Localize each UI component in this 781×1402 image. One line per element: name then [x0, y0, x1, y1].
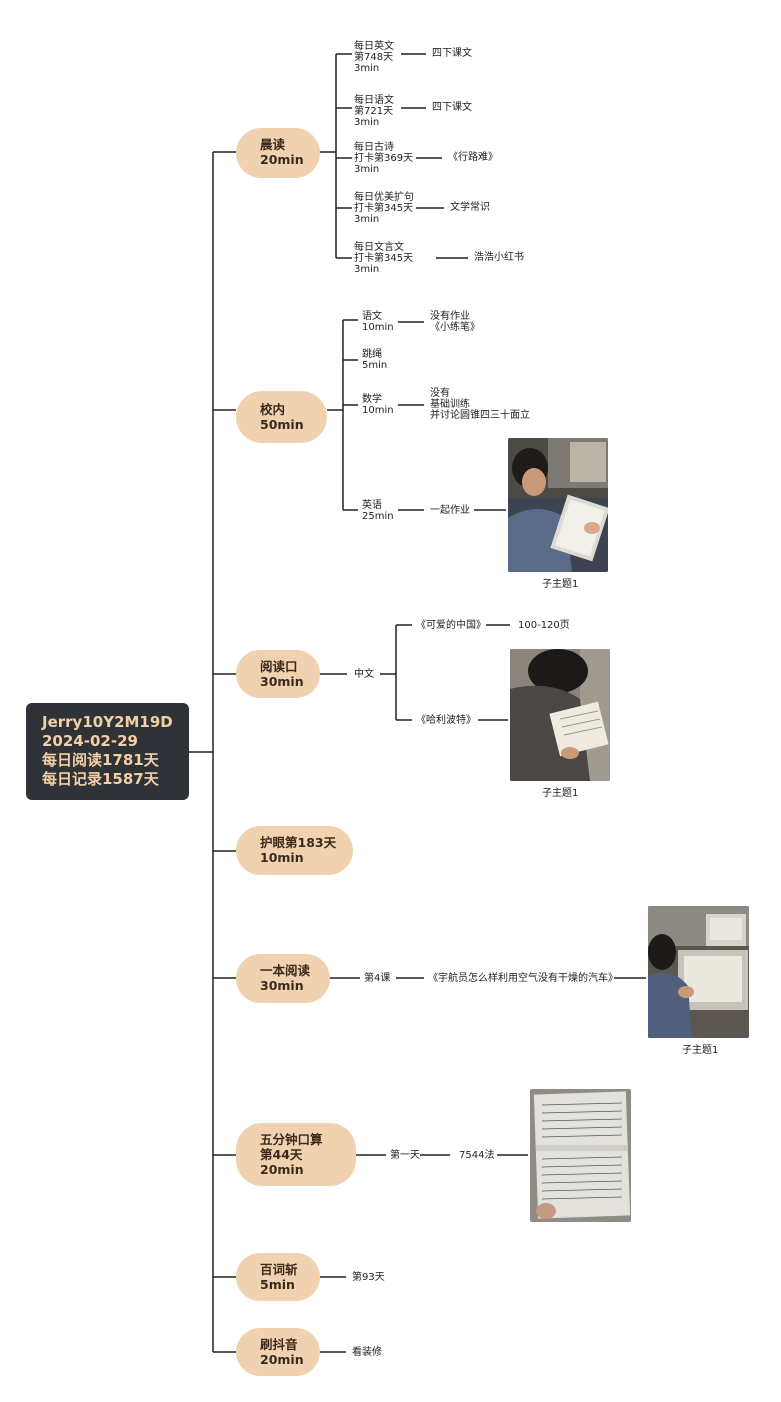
photo-reading-book[interactable]: [510, 649, 610, 781]
photo-boy-tablet-image: [508, 438, 608, 572]
branch-duration: 30min: [260, 674, 304, 689]
branch-duration: 20min: [260, 152, 304, 167]
photo-english-homework[interactable]: [508, 438, 608, 572]
detail-line: 没有: [430, 388, 450, 399]
item-subject: 英语: [362, 500, 382, 511]
item-day: 第748天: [354, 52, 394, 63]
branch-eye-care[interactable]: 护眼第183天 10min: [236, 826, 353, 875]
school-item[interactable]: 语文 10min: [362, 311, 394, 333]
branch-reading[interactable]: 阅读口 30min: [236, 650, 320, 698]
item-duration: 10min: [362, 322, 394, 333]
item-duration: 3min: [354, 164, 380, 175]
item-duration: 25min: [362, 511, 394, 522]
school-item[interactable]: 跳绳 5min: [362, 349, 387, 371]
photo-desk-image: [648, 906, 749, 1038]
item-subject: 跳绳: [362, 349, 382, 360]
morning-item[interactable]: 每日古诗 打卡第369天 3min: [354, 142, 413, 175]
branch-duration: 30min: [260, 978, 304, 993]
morning-item[interactable]: 每日优美扩句 打卡第345天 3min: [354, 192, 414, 225]
branch-school[interactable]: 校内 50min: [236, 391, 327, 443]
detail-line: 《小练笔》: [430, 322, 480, 333]
morning-item-detail[interactable]: 四下课文: [432, 102, 472, 113]
douyin-note[interactable]: 看装修: [352, 1347, 382, 1358]
branch-label: 阅读口: [260, 659, 298, 674]
branch-label: 晨读: [260, 137, 286, 152]
item-duration: 5min: [362, 360, 388, 371]
item-duration: 3min: [354, 214, 380, 225]
morning-item[interactable]: 每日英文 第748天 3min: [354, 41, 394, 74]
branch-label: 刷抖音: [260, 1337, 298, 1352]
branch-one-book[interactable]: 一本阅读 30min: [236, 954, 330, 1003]
school-item-detail[interactable]: 没有 基础训练 并讨论圆锥四三十面立: [430, 388, 530, 421]
school-item[interactable]: 英语 25min: [362, 500, 394, 522]
morning-item[interactable]: 每日语文 第721天 3min: [354, 95, 394, 128]
root-line: 每日阅读1781天: [42, 751, 159, 769]
item-title: 每日古诗: [354, 142, 394, 153]
math-day[interactable]: 第一天: [390, 1150, 420, 1161]
root-node[interactable]: Jerry10Y2M19D 2024-02-29 每日阅读1781天 每日记录1…: [26, 703, 189, 800]
photo-math-worksheet[interactable]: [530, 1089, 631, 1222]
branch-label: 百词斩: [260, 1262, 298, 1277]
vocab-day[interactable]: 第93天: [352, 1272, 385, 1283]
branch-douyin[interactable]: 刷抖音 20min: [236, 1328, 320, 1376]
photo-caption: 子主题1: [542, 579, 579, 590]
branch-label: 护眼第183天: [260, 835, 337, 850]
morning-item-detail[interactable]: 浩浩小红书: [474, 252, 524, 263]
branch-label: 五分钟口算: [260, 1132, 323, 1147]
item-duration: 3min: [354, 117, 380, 128]
reading-book[interactable]: 《可爱的中国》: [416, 620, 486, 631]
branch-label: 一本阅读: [260, 963, 311, 978]
reading-pages[interactable]: 100-120页: [518, 620, 570, 631]
item-day: 第721天: [354, 106, 394, 117]
item-day: 打卡第345天: [354, 253, 414, 264]
item-day: 打卡第345天: [354, 203, 414, 214]
morning-item-detail[interactable]: 《行路难》: [448, 152, 498, 163]
morning-item-detail[interactable]: 四下课文: [432, 48, 472, 59]
school-item-detail[interactable]: 一起作业: [430, 505, 470, 516]
item-title: 每日英文: [354, 41, 394, 52]
photo-one-book[interactable]: [648, 906, 749, 1038]
one-book-lesson[interactable]: 第4课: [364, 973, 391, 984]
item-day: 打卡第369天: [354, 153, 414, 164]
item-duration: 3min: [354, 264, 380, 275]
branch-day: 第44天: [260, 1147, 303, 1162]
root-line: 每日记录1587天: [42, 770, 159, 788]
branch-morning-reading[interactable]: 晨读 20min: [236, 128, 320, 178]
math-method[interactable]: 7544法: [459, 1150, 495, 1161]
item-title: 每日文言文: [354, 242, 404, 253]
branch-duration: 5min: [260, 1277, 295, 1292]
branch-duration: 10min: [260, 850, 304, 865]
detail-line: 基础训练: [430, 399, 470, 410]
item-title: 每日优美扩句: [354, 192, 414, 203]
detail-line: 没有作业: [430, 311, 470, 322]
root-line: Jerry10Y2M19D: [42, 713, 173, 731]
detail-line: 并讨论圆锥四三十面立: [430, 410, 530, 421]
item-duration: 10min: [362, 405, 394, 416]
item-duration: 3min: [354, 63, 380, 74]
morning-item[interactable]: 每日文言文 打卡第345天 3min: [354, 242, 413, 275]
photo-caption: 子主题1: [682, 1045, 719, 1056]
school-item-detail[interactable]: 没有作业 《小练笔》: [430, 311, 480, 333]
photo-caption: 子主题1: [542, 788, 579, 799]
branch-label: 校内: [260, 402, 286, 417]
reading-label[interactable]: 中文: [354, 669, 374, 680]
photo-boy-book-image: [510, 649, 610, 781]
reading-book[interactable]: 《哈利波特》: [416, 715, 476, 726]
morning-item-detail[interactable]: 文学常识: [450, 202, 490, 213]
photo-worksheet-image: [530, 1089, 631, 1222]
item-subject: 语文: [362, 311, 382, 322]
school-item[interactable]: 数学 10min: [362, 394, 394, 416]
branch-mental-math[interactable]: 五分钟口算 第44天 20min: [236, 1123, 356, 1186]
branch-duration: 20min: [260, 1352, 304, 1367]
branch-duration: 20min: [260, 1162, 304, 1177]
branch-duration: 50min: [260, 417, 304, 432]
item-title: 每日语文: [354, 95, 394, 106]
branch-vocabulary[interactable]: 百词斩 5min: [236, 1253, 320, 1301]
root-line: 2024-02-29: [42, 732, 138, 750]
item-subject: 数学: [362, 394, 382, 405]
one-book-title[interactable]: 《宇航员怎么样利用空气没有干燥的汽车》: [428, 973, 618, 984]
